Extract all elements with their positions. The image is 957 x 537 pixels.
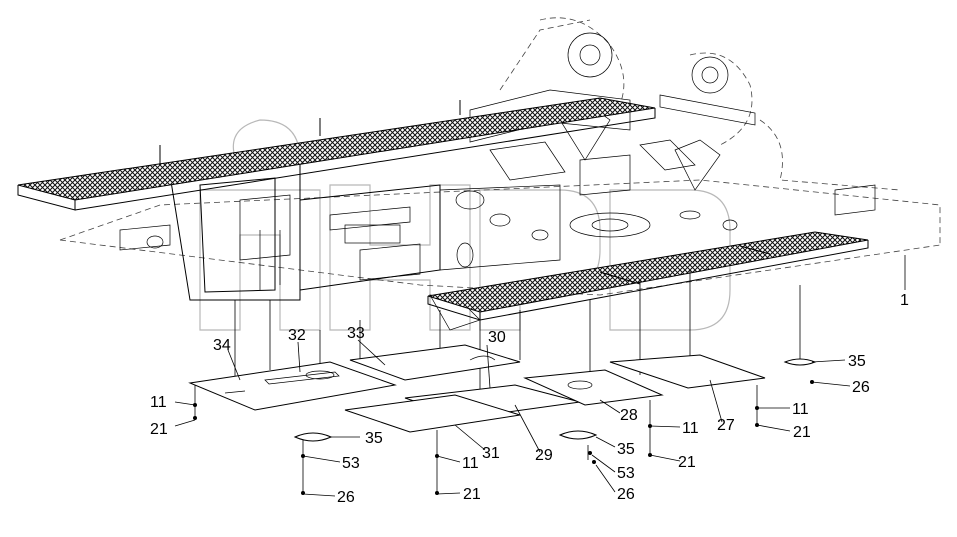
callout-35-left: 35 [365,430,383,447]
callout-21-center: 21 [463,486,481,503]
upper-structure [469,17,901,191]
callout-1: 1 [900,292,909,309]
callout-21-left: 21 [150,421,168,438]
callout-35-right: 35 [848,353,866,370]
plate-33 [349,344,521,381]
seal-35-left [293,432,333,442]
callout-11-right-center: 11 [682,420,699,437]
callout-11-right: 11 [792,401,809,418]
callout-11-center: 11 [462,455,479,472]
callout-26-right: 26 [852,379,870,396]
plate-32 [188,361,397,411]
seal-35-center [558,430,598,440]
callout-11-left: 11 [150,394,167,411]
callout-26-center: 26 [617,486,635,503]
plate-28 [523,369,664,406]
callout-26-left: 26 [337,489,355,506]
callout-53-left: 53 [342,455,360,472]
callout-32: 32 [288,327,306,344]
rear-walkway-grating [17,97,656,211]
plate-27 [609,354,766,389]
callout-21-right: 21 [793,424,811,441]
callout-34: 34 [213,337,231,354]
seal-35-right [783,358,817,366]
callout-labels: 1 34 32 33 30 35 26 11 21 35 53 26 11 31… [150,292,909,506]
callout-29: 29 [535,447,553,464]
callout-31: 31 [482,445,500,462]
callout-28: 28 [620,407,638,424]
callout-33: 33 [347,325,365,342]
callout-30: 30 [488,329,506,346]
callout-leaders [174,339,851,497]
callout-21-right-center: 21 [678,454,696,471]
callout-35-center: 35 [617,441,635,458]
callout-53-center: 53 [617,465,635,482]
front-walkway-grating [427,231,869,321]
callout-27: 27 [717,417,735,434]
